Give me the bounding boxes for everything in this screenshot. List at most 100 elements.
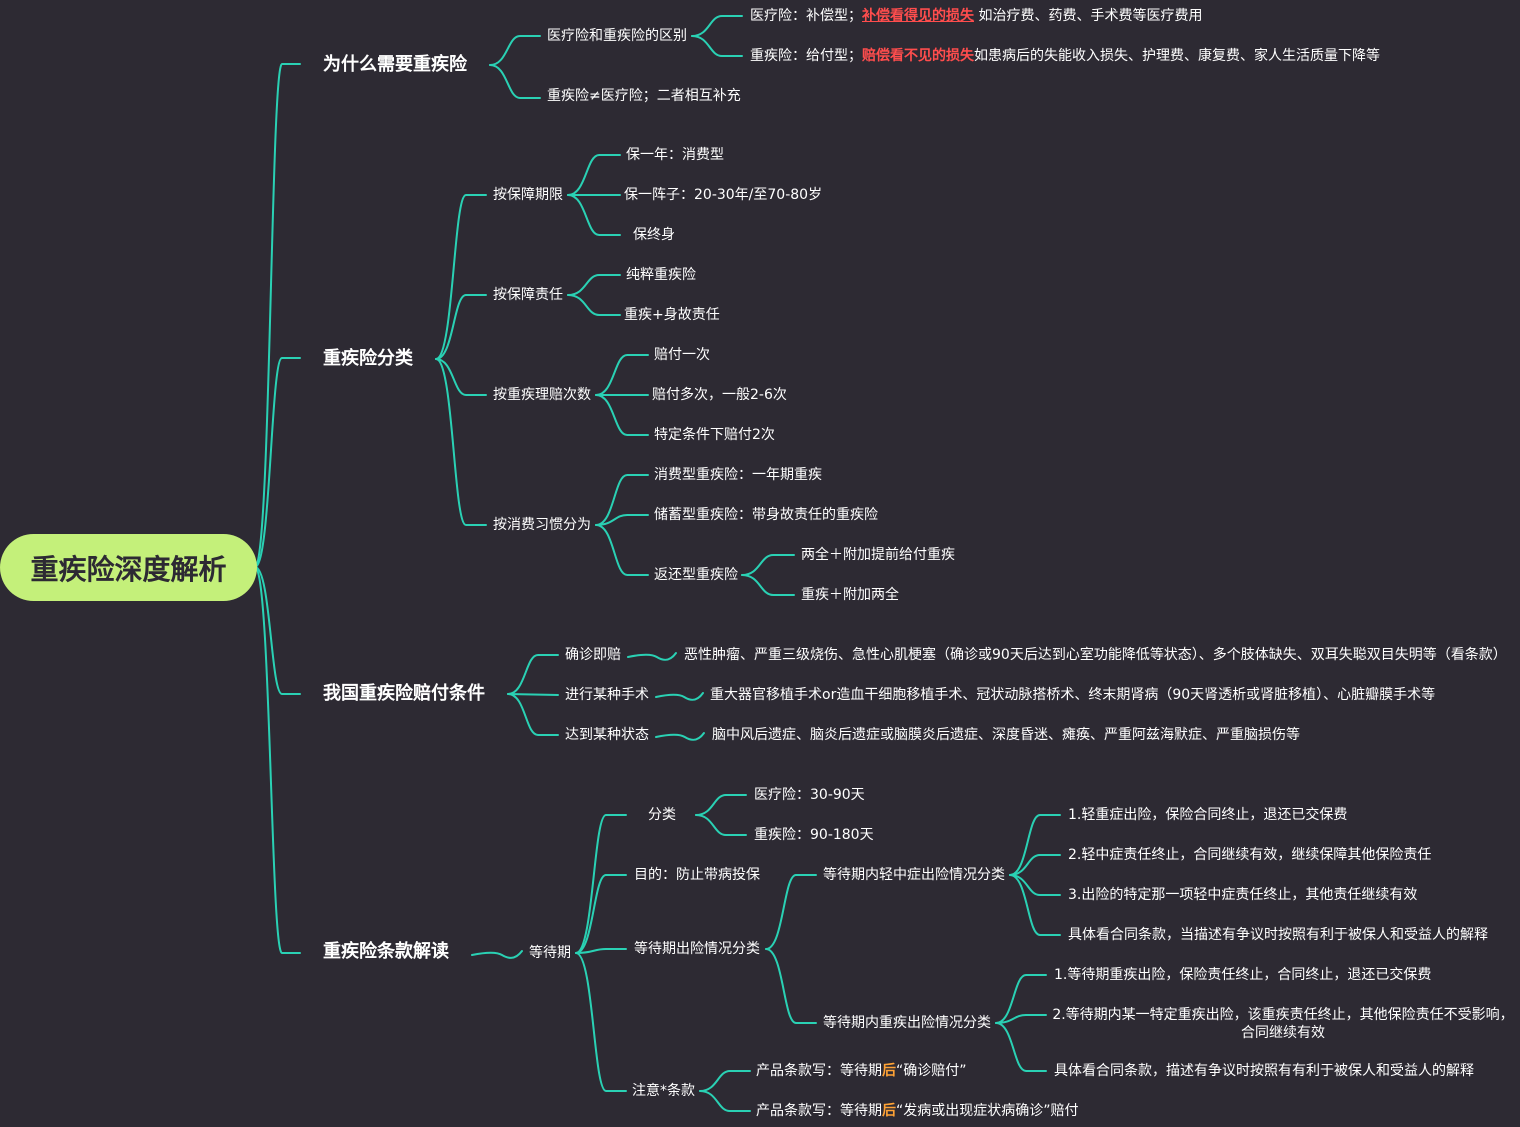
leaf-severe-case-2-line2: 合同继续有效 (1241, 1025, 1325, 1041)
leaf-endowment-plus-critical[interactable]: 两全＋附加提前给付重疾 (801, 547, 955, 563)
node-waiting-category[interactable]: 分类 (648, 807, 676, 823)
link-note-2 (699, 1090, 751, 1112)
link-claims-3 (595, 394, 649, 436)
highlight-invisible-loss: 赔偿看不见的损失 (862, 48, 974, 64)
node-by-period[interactable]: 按保障期限 (493, 187, 563, 203)
node-medical-vs-critical[interactable]: 医疗险和重疾险的区别 (547, 28, 687, 44)
node-critical-insurance-definition[interactable]: 重疾险：给付型；赔偿看不见的损失如患病后的失能收入损失、护理费、康复费、家人生活… (750, 47, 1380, 65)
node-waiting-purpose[interactable]: 目的：防止带病投保 (634, 867, 760, 883)
leaf-critical-waiting[interactable]: 重疾险：90-180天 (754, 827, 874, 843)
leaf-severe-case-1[interactable]: 1.等待期重疾出险，保险责任终止，合同终止，退还已交保费 (1054, 967, 1432, 983)
leaf-pay-twice-special[interactable]: 特定条件下赔付2次 (654, 427, 775, 443)
leaf-pure-critical[interactable]: 纯粹重疾险 (626, 267, 696, 283)
link-diff-critical (691, 35, 743, 57)
root-topic-label: 重疾险深度解析 (30, 552, 227, 586)
link-mild-4 (1009, 874, 1061, 936)
link-classes-period (435, 194, 487, 360)
node-by-habit[interactable]: 按消费习惯分为 (493, 517, 591, 533)
text-note2-suffix: “发病或出现症状病确诊”赔付 (896, 1103, 1079, 1119)
link-mild-2 (1009, 854, 1061, 876)
node-waiting-period[interactable]: 等待期 (529, 945, 571, 961)
link-note-1 (699, 1070, 751, 1092)
node-surgery[interactable]: 进行某种手术 (565, 687, 649, 703)
text-critical-suffix: 如患病后的失能收入损失、护理费、康复费、家人生活质量下降等 (974, 48, 1380, 64)
leaf-mild-case-4[interactable]: 具体看合同条款，当描述有争议时按照有利于被保人和受益人的解释 (1068, 927, 1488, 943)
link-cond-1 (507, 654, 559, 695)
topic-classification[interactable]: 重疾险分类 (323, 348, 413, 369)
topic-why-critical-illness[interactable]: 为什么需要重疾险 (323, 54, 467, 75)
link-root-conditions (254, 566, 301, 695)
link-mild-1 (1009, 814, 1061, 876)
leaf-mild-case-3[interactable]: 3.出险的特定那一项轻中症责任终止，其他责任继续有效 (1068, 887, 1418, 903)
topic-claim-conditions[interactable]: 我国重疾险赔付条件 (323, 683, 485, 704)
link-cond-3 (507, 693, 559, 736)
link-clauses-waiting (471, 950, 523, 959)
leaf-state-detail[interactable]: 脑中风后遗症、脑炎后遗症或脑膜炎后遗症、深度昏迷、瘫痪、严重阿兹海默症、严重脑损… (712, 727, 1300, 743)
link-duty-2 (567, 294, 621, 316)
text-note2-prefix: 产品条款写：等待期 (756, 1103, 882, 1119)
leaf-savings-type[interactable]: 储蓄型重疾险：带身故责任的重疾险 (654, 507, 878, 523)
leaf-mild-case-2[interactable]: 2.轻中症责任终止，合同继续有效，继续保障其他保险责任 (1068, 847, 1432, 863)
link-root-clauses (254, 566, 301, 954)
leaf-severe-case-2[interactable]: 2.等待期内某一特定重疾出险，该重疾责任终止，其他保险责任不受影响， 合同继续有效 (1048, 1006, 1518, 1042)
link-waiting-category (575, 814, 627, 954)
link-waiting-cases (575, 948, 627, 954)
root-topic[interactable]: 重疾险深度解析 (0, 534, 257, 601)
link-period-1 (567, 154, 621, 196)
leaf-critical-plus-endowment[interactable]: 重疾＋附加两全 (801, 587, 899, 603)
link-cond-detail-2 (655, 692, 704, 701)
node-refund-type[interactable]: 返还型重疾险 (654, 567, 738, 583)
text-critical-prefix: 重疾险：给付型； (750, 48, 862, 64)
node-mild-cases[interactable]: 等待期内轻中症出险情况分类 (823, 867, 1005, 883)
link-severe-1 (995, 974, 1047, 1024)
leaf-critical-plus-death[interactable]: 重疾+身故责任 (624, 307, 720, 323)
link-root-why (254, 63, 301, 568)
node-medical-insurance-definition[interactable]: 医疗险：补偿型；补偿看得见的损失 如治疗费、药费、手术费等医疗费用 (750, 7, 1202, 25)
leaf-lifetime[interactable]: 保终身 (633, 227, 675, 243)
leaf-pay-once[interactable]: 赔付一次 (654, 347, 710, 363)
link-waiting-purpose (575, 874, 627, 954)
text-medical-prefix: 医疗险：补偿型； (750, 8, 862, 24)
leaf-surgery-detail[interactable]: 重大器官移植手术or造血干细胞移植手术、冠状动脉搭桥术、终末期肾病（90天肾透析… (710, 687, 1436, 703)
text-note1-suffix: “确诊赔付” (896, 1063, 967, 1079)
link-cond-detail-3 (655, 732, 705, 741)
link-duty-1 (567, 274, 621, 296)
node-diagnosis-pay[interactable]: 确诊即赔 (565, 647, 621, 663)
node-note-clause[interactable]: 注意*条款 (632, 1083, 695, 1099)
text-medical-suffix: 如治疗费、药费、手术费等医疗费用 (974, 8, 1203, 24)
leaf-pay-multiple[interactable]: 赔付多次，一般2-6次 (652, 387, 787, 403)
link-habit-1 (595, 474, 649, 526)
node-by-claims[interactable]: 按重疾理赔次数 (493, 387, 591, 403)
link-classes-duty (435, 294, 487, 360)
leaf-severe-case-3[interactable]: 具体看合同条款，描述有争议时按照有有利于被保人和受益人的解释 (1054, 1063, 1474, 1079)
link-diff-medical (691, 15, 743, 37)
link-cond-2 (507, 693, 559, 696)
node-complementary[interactable]: 重疾险≠医疗险；二者相互补充 (547, 88, 741, 104)
leaf-medical-waiting[interactable]: 医疗险：30-90天 (754, 787, 865, 803)
node-by-duty[interactable]: 按保障责任 (493, 287, 563, 303)
link-refund-2 (741, 574, 795, 596)
leaf-note-onset-pay[interactable]: 产品条款写：等待期后“发病或出现症状病确诊”赔付 (756, 1102, 1079, 1120)
text-note1-prefix: 产品条款写：等待期 (756, 1063, 882, 1079)
link-habit-2 (595, 514, 649, 526)
link-cases-severe (765, 948, 817, 1024)
link-claims-1 (595, 354, 649, 396)
link-severe-3 (995, 1022, 1047, 1072)
link-category-1 (695, 794, 747, 816)
link-root-classes (254, 357, 301, 568)
leaf-mild-case-1[interactable]: 1.轻重症出险，保险合同终止，退还已交保费 (1068, 807, 1348, 823)
node-state[interactable]: 达到某种状态 (565, 727, 649, 743)
leaf-diagnosis-detail[interactable]: 恶性肿瘤、严重三级烧伤、急性心肌梗塞（确诊或90天后达到心室功能降低等状态）、多… (684, 647, 1507, 663)
highlight-visible-loss: 补偿看得见的损失 (862, 8, 974, 24)
link-why-neq (489, 64, 541, 99)
leaf-severe-case-2-line1: 2.等待期内某一特定重疾出险，该重疾责任终止，其他保险责任不受影响， (1052, 1007, 1514, 1023)
link-category-2 (695, 814, 747, 836)
node-severe-cases[interactable]: 等待期内重疾出险情况分类 (823, 1015, 991, 1031)
node-waiting-cases[interactable]: 等待期出险情况分类 (634, 941, 760, 957)
leaf-note-confirm-pay[interactable]: 产品条款写：等待期后“确诊赔付” (756, 1062, 967, 1080)
topic-clause-interpretation[interactable]: 重疾险条款解读 (323, 941, 449, 962)
leaf-some-years[interactable]: 保一阵子：20-30年/至70-80岁 (624, 187, 823, 203)
leaf-consumer-type[interactable]: 消费型重疾险：一年期重疾 (654, 467, 822, 483)
leaf-one-year[interactable]: 保一年：消费型 (626, 147, 724, 163)
